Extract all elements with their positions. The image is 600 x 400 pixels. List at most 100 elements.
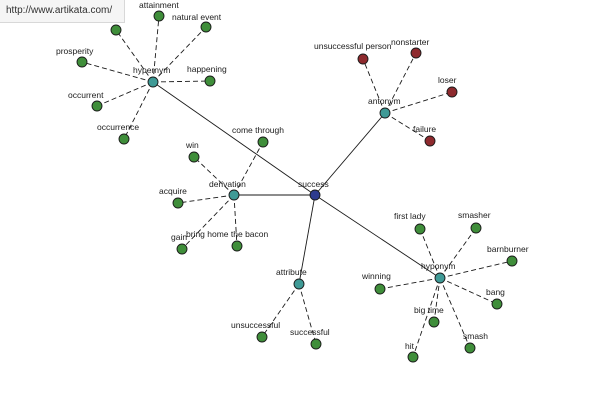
node-d-acquire[interactable] xyxy=(172,197,184,209)
node-y-first-lady[interactable] xyxy=(414,223,426,235)
node-h-occurrent[interactable] xyxy=(91,100,103,112)
node-d-win[interactable] xyxy=(188,151,200,163)
edge-hyponym-to-y-smash xyxy=(439,277,471,349)
node-h-happening[interactable] xyxy=(204,75,216,87)
node-antonym[interactable] xyxy=(379,107,391,119)
edge-attribute-to-t-unsuccessful xyxy=(261,283,300,338)
edge-derivation-to-d-gain xyxy=(181,194,235,250)
edge-hypernym-to-h-natural-event xyxy=(152,26,207,83)
node-t-successful[interactable] xyxy=(310,338,322,350)
node-y-big-time[interactable] xyxy=(428,316,440,328)
label-d-gain[interactable]: gain xyxy=(171,232,187,242)
edge-layer xyxy=(81,15,513,358)
node-a-loser[interactable] xyxy=(446,86,458,98)
node-a-nonstarter[interactable] xyxy=(410,47,422,59)
label-y-winning[interactable]: winning xyxy=(361,271,391,281)
label-layer: success hypernym antonym derivation attribut… xyxy=(56,0,529,351)
edge-hypernym-to-h-prosperity xyxy=(81,61,154,83)
label-t-unsuccessful[interactable]: unsuccessful xyxy=(231,320,280,330)
node-y-hit[interactable] xyxy=(407,351,419,363)
node-y-smasher[interactable] xyxy=(470,222,482,234)
edge-attribute-to-t-successful xyxy=(298,283,317,345)
label-a-unsuccessful-person[interactable]: unsuccessful person xyxy=(314,41,392,51)
node-y-winning[interactable] xyxy=(374,283,386,295)
edge-success-to-hypernym xyxy=(152,81,316,196)
label-y-smasher[interactable]: smasher xyxy=(458,210,491,220)
edge-derivation-to-d-bring-home-the-bacon xyxy=(233,194,238,247)
node-layer xyxy=(76,10,518,363)
label-y-bang[interactable]: bang xyxy=(486,287,505,297)
edge-hypernym-to-h-occurrence xyxy=(123,81,154,140)
label-y-big-time[interactable]: big time xyxy=(414,305,444,315)
label-derivation[interactable]: derivation xyxy=(209,179,246,189)
edge-derivation-to-d-come-through xyxy=(233,141,264,196)
label-t-successful[interactable]: successful xyxy=(290,327,330,337)
edge-antonym-to-a-failure xyxy=(384,112,431,142)
edge-hypernym-to-h-occurrent xyxy=(96,81,154,107)
node-h-prosperity[interactable] xyxy=(76,56,88,68)
label-h-natural-event[interactable]: natural event xyxy=(172,12,222,22)
edge-hypernym-to-h-attainment xyxy=(152,15,160,83)
node-hypernym[interactable] xyxy=(147,76,159,88)
label-a-failure[interactable]: failure xyxy=(413,124,436,134)
edge-hyponym-to-y-hit xyxy=(412,277,441,358)
node-d-bring-home-the-bacon[interactable] xyxy=(231,240,243,252)
edge-hyponym-to-y-big-time xyxy=(433,277,441,323)
label-a-loser[interactable]: loser xyxy=(438,75,457,85)
node-h-natural-event[interactable] xyxy=(200,21,212,33)
label-y-hit[interactable]: hit xyxy=(405,341,415,351)
node-attribute[interactable] xyxy=(293,278,305,290)
edge-derivation-to-d-win xyxy=(193,156,235,196)
node-t-unsuccessful[interactable] xyxy=(256,331,268,343)
label-y-first-lady[interactable]: first lady xyxy=(394,211,426,221)
node-derivation[interactable] xyxy=(228,189,240,201)
edge-hyponym-to-y-winning xyxy=(379,277,441,290)
edge-hyponym-to-y-bang xyxy=(439,277,498,305)
label-a-nonstarter[interactable]: nonstarter xyxy=(391,37,429,47)
node-y-barnburner[interactable] xyxy=(506,255,518,267)
node-y-bang[interactable] xyxy=(491,298,503,310)
label-d-come-through[interactable]: come through xyxy=(232,125,284,135)
label-y-barnburner[interactable]: barnburner xyxy=(487,244,529,254)
edge-success-to-hyponym xyxy=(314,194,441,279)
label-hyponym[interactable]: hyponym xyxy=(421,261,456,271)
node-hyponym[interactable] xyxy=(434,272,446,284)
label-y-smash[interactable]: smash xyxy=(463,331,488,341)
edge-hyponym-to-y-smasher xyxy=(439,227,477,279)
label-d-win[interactable]: win xyxy=(185,140,199,150)
edge-success-to-attribute xyxy=(298,194,316,285)
node-h-occurrence[interactable] xyxy=(118,133,130,145)
node-d-come-through[interactable] xyxy=(257,136,269,148)
label-attribute[interactable]: attribute xyxy=(276,267,307,277)
edge-hypernym-to-h-happening xyxy=(152,80,211,83)
label-d-acquire[interactable]: acquire xyxy=(159,186,187,196)
label-hypernym[interactable]: hypernym xyxy=(133,65,170,75)
node-d-gain[interactable] xyxy=(176,243,188,255)
node-a-unsuccessful-person[interactable] xyxy=(357,53,369,65)
node-y-smash[interactable] xyxy=(464,342,476,354)
edge-hyponym-to-y-first-lady xyxy=(419,228,441,279)
label-h-occurrent[interactable]: occurrent xyxy=(68,90,104,100)
node-a-failure[interactable] xyxy=(424,135,436,147)
edge-derivation-to-d-acquire xyxy=(177,194,235,204)
edge-hypernym-to-h-hidden xyxy=(115,29,154,83)
edge-antonym-to-a-loser xyxy=(384,91,453,114)
node-h-hidden[interactable] xyxy=(110,24,122,36)
label-d-bring-home-the-bacon[interactable]: bring home the bacon xyxy=(186,229,268,239)
edge-hyponym-to-y-barnburner xyxy=(439,260,513,279)
label-success[interactable]: success xyxy=(298,179,329,189)
label-h-attainment[interactable]: attainment xyxy=(139,0,179,10)
site-banner: http://www.artikata.com/ xyxy=(0,0,125,23)
edge-antonym-to-a-unsuccessful-person xyxy=(362,58,386,114)
label-h-happening[interactable]: happening xyxy=(187,64,227,74)
node-h-attainment[interactable] xyxy=(153,10,165,22)
site-url-text[interactable]: http://www.artikata.com/ xyxy=(6,5,113,16)
edge-success-to-antonym xyxy=(314,112,386,196)
label-antonym[interactable]: antonym xyxy=(368,96,401,106)
node-success[interactable] xyxy=(309,189,321,201)
label-h-occurrence[interactable]: occurrence xyxy=(97,122,139,132)
label-h-prosperity[interactable]: prosperity xyxy=(56,46,94,56)
edge-antonym-to-a-nonstarter xyxy=(384,52,417,114)
